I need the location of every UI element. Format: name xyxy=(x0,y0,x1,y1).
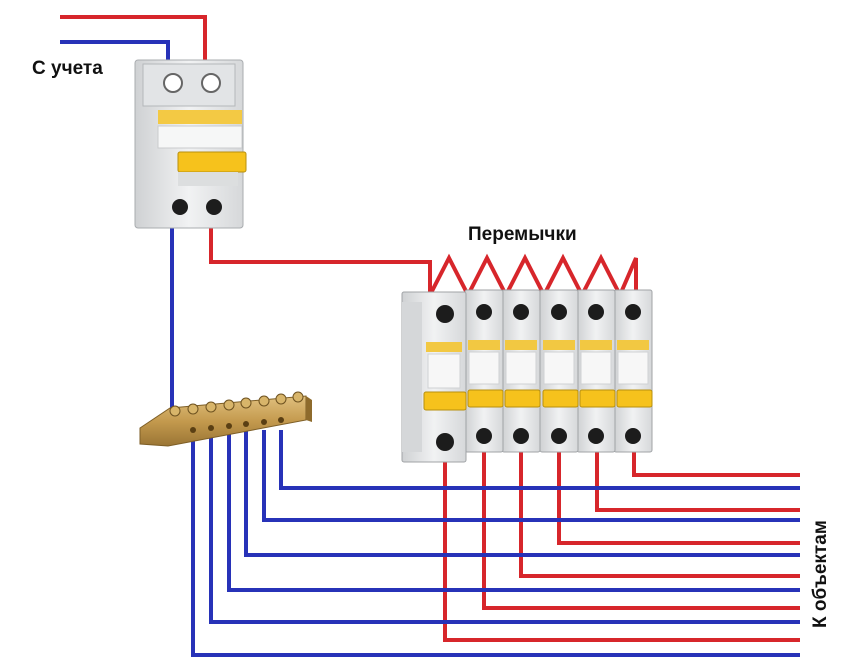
group-breaker-6 xyxy=(613,289,653,453)
main-phase-to-jumpers xyxy=(209,225,432,295)
phase-wire-6 xyxy=(632,450,800,477)
outgoing-neutral-wires xyxy=(191,430,800,657)
neutral-busbar xyxy=(139,391,312,447)
group-breaker-4 xyxy=(539,289,579,453)
main-terminal-bottom-right xyxy=(206,199,222,215)
main-terminal-top-left xyxy=(163,73,183,93)
main-terminal-bottom-left xyxy=(172,199,188,215)
neutral-wire-2 xyxy=(209,430,800,624)
phase-wire-4 xyxy=(557,450,800,545)
busbar-screws xyxy=(169,391,304,417)
main-terminal-top-right xyxy=(201,73,221,93)
outgoing-phase-wires xyxy=(443,450,800,642)
phase-wire-3 xyxy=(519,450,800,578)
group-breakers xyxy=(401,289,653,463)
neutral-wire-5 xyxy=(262,430,800,522)
group-breaker-5 xyxy=(576,289,616,453)
jumpers-wire xyxy=(428,253,638,300)
main-breaker xyxy=(134,59,247,229)
neutral-wire-4 xyxy=(244,430,800,557)
label-jumpers: Перемычки xyxy=(468,224,577,245)
group-breaker-1 xyxy=(401,291,467,463)
neutral-wire-1 xyxy=(191,430,800,657)
neutral-wire-6 xyxy=(279,430,800,490)
neutral-wire-3 xyxy=(227,430,800,592)
group-breaker-2 xyxy=(464,289,504,453)
incoming-phase-wire xyxy=(60,15,207,70)
phase-wire-1 xyxy=(443,450,800,642)
label-to-objects: К объектам xyxy=(810,520,831,628)
label-from-meter: С учета xyxy=(32,58,103,79)
phase-wire-2 xyxy=(482,450,800,610)
group-breaker-3 xyxy=(501,289,541,453)
phase-wire-5 xyxy=(595,450,800,512)
main-breaker-toggle xyxy=(177,151,247,173)
